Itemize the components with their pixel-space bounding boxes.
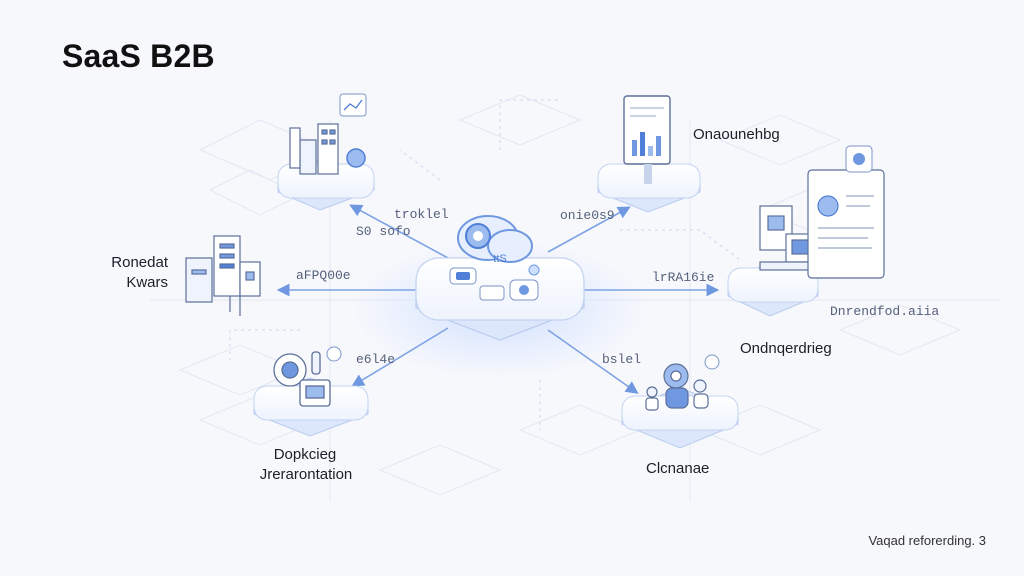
node-top-right xyxy=(597,95,701,213)
support-agent-icon xyxy=(273,351,331,407)
node-left xyxy=(185,235,261,316)
team-people-icon xyxy=(645,363,709,411)
cloud-icon xyxy=(457,215,533,263)
hub-devices xyxy=(449,264,540,301)
dashboard-monitor-icon xyxy=(623,95,671,184)
node-bottom-right xyxy=(621,354,739,449)
node-bottom-left xyxy=(253,346,369,437)
node-bottom-left-label-line1: Dopkcieg xyxy=(273,446,337,463)
node-top-left xyxy=(277,93,375,211)
edge-right-label: lrRA16ie xyxy=(652,270,715,285)
node-right xyxy=(727,145,885,317)
node-left-label-line1: Ronedat xyxy=(111,254,168,271)
globe-icon xyxy=(346,148,366,168)
edge-bottom-left xyxy=(351,327,449,387)
badge-icon xyxy=(704,354,720,370)
hub-tag: ttS xyxy=(493,253,506,265)
ambient-connectors xyxy=(229,99,741,430)
edge-bottom-right xyxy=(547,329,639,394)
node-top-right-label: Onaounehbg xyxy=(693,126,780,143)
edge-bottom-right-label: bslel xyxy=(602,352,642,367)
settings-badge-icon xyxy=(326,346,342,362)
edge-left-label: aFPQ00e xyxy=(296,268,351,283)
node-bottom-right-label: Clcnanae xyxy=(646,460,710,477)
page-title: SaaS B2B xyxy=(62,38,215,74)
server-rack-icon xyxy=(185,235,261,316)
edge-top-left-label: troklel xyxy=(394,207,449,222)
node-right-label: Ondnqerdrieg xyxy=(740,340,832,357)
edge-top-left xyxy=(349,204,449,259)
building-icon xyxy=(289,123,339,175)
connections xyxy=(276,204,720,394)
chart-card-icon xyxy=(339,93,367,117)
node-bottom-left-label-line2: Jrerarontation xyxy=(259,466,353,483)
node-right-sublabel: Dnrendfod.aiia xyxy=(830,304,940,319)
edge-bottom-left-label: e6l4e xyxy=(356,352,396,367)
node-left-label-line2: Kwars xyxy=(126,274,168,291)
document-panel-icon xyxy=(807,169,885,279)
edge-top-left-sublabel: S0 sofo xyxy=(356,224,411,239)
hub-node xyxy=(415,215,585,341)
edge-top-right-label: onie0s9 xyxy=(560,208,615,223)
footer-caption: Vaqad reforerding. 3 xyxy=(868,533,986,548)
edge-top-right xyxy=(547,206,631,253)
